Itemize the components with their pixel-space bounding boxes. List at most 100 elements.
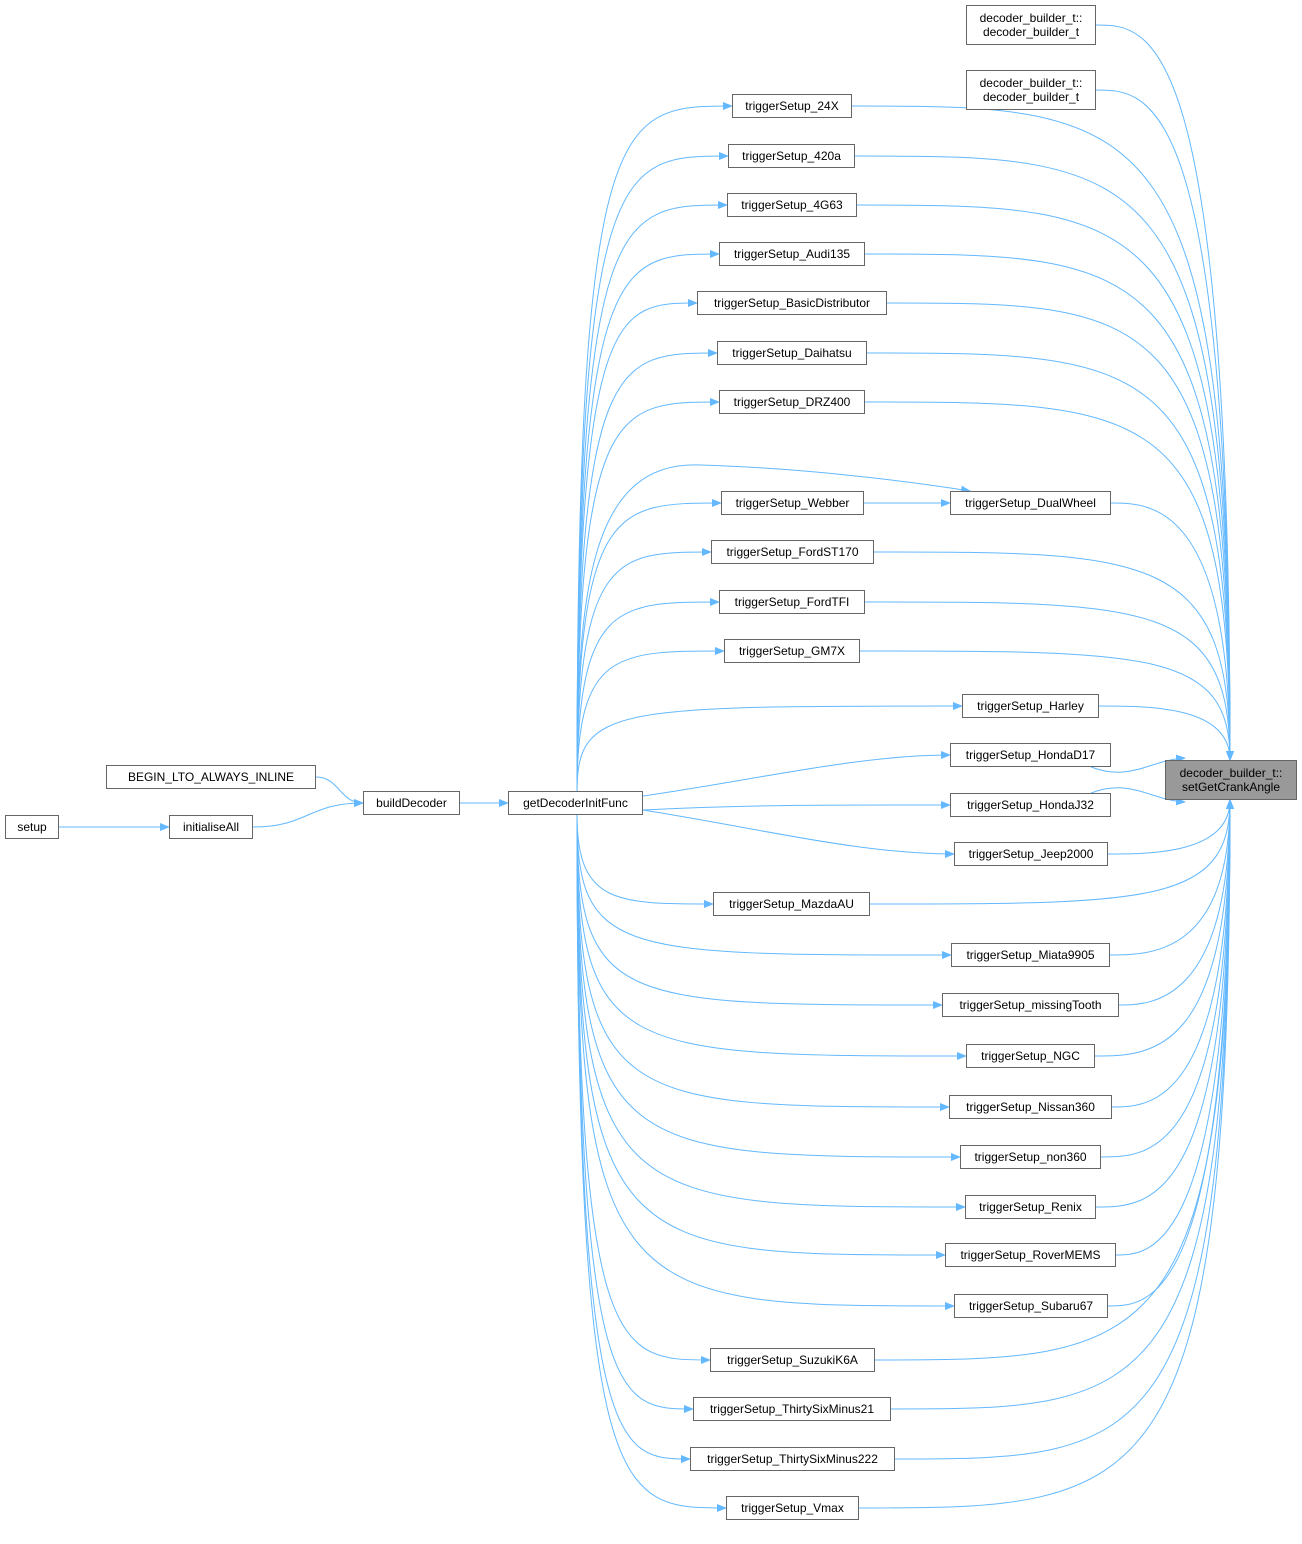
edge-t-thirty-six-minus21-to-set-get-crank-angle	[890, 799, 1234, 1410]
edge-get-decoder-init-func-to-t-vmax	[576, 814, 727, 1512]
node-build-decoder[interactable]: buildDecoder	[363, 791, 460, 815]
edge-get-decoder-init-func-to-t-drz400	[576, 398, 720, 792]
node-label: triggerSetup_non360	[974, 1150, 1087, 1164]
edge-get-decoder-init-func-to-t-rover-mems	[576, 814, 946, 1259]
edge-tmissing-tooth-to-set-get-crank-angle	[1118, 799, 1234, 1006]
node-t-miata9905[interactable]: triggerSetup_Miata9905	[951, 943, 1110, 967]
node-label: triggerSetup_Miata9905	[966, 948, 1095, 962]
edge-get-decoder-init-func-to-t4-g63	[576, 201, 728, 792]
edge-get-decoder-init-func-to-tnon360	[576, 814, 961, 1161]
node-t-ford-tfi[interactable]: triggerSetup_FordTFI	[719, 590, 865, 614]
node-label: getDecoderInitFunc	[523, 796, 628, 810]
node-label: triggerSetup_Nissan360	[966, 1100, 1095, 1114]
edge-get-decoder-init-func-to-t-nissan360	[576, 814, 950, 1111]
node-label: triggerSetup_HondaD17	[965, 748, 1096, 762]
node-t-basic-distributor[interactable]: triggerSetup_BasicDistributor	[697, 291, 887, 315]
node-label: decoder_builder_t:: decoder_builder_t	[979, 76, 1083, 104]
edge-get-decoder-init-func-to-t-honda-j32	[642, 800, 951, 811]
edge-t-suzuki-k6-a-to-set-get-crank-angle	[874, 799, 1234, 1361]
node-label: decoder_builder_t:: setGetCrankAngle	[1179, 766, 1283, 794]
edge-t-drz400-to-set-get-crank-angle	[864, 401, 1234, 761]
node-t-drz400[interactable]: triggerSetup_DRZ400	[719, 390, 865, 414]
edge-t-renix-to-set-get-crank-angle	[1095, 799, 1234, 1208]
node-label: setup	[17, 820, 47, 834]
node-t24-x[interactable]: triggerSetup_24X	[732, 94, 852, 118]
node-label: triggerSetup_Webber	[735, 496, 850, 510]
edge-get-decoder-init-func-to-t420a	[576, 152, 729, 792]
node-ctor1[interactable]: decoder_builder_t:: decoder_builder_t	[966, 5, 1096, 45]
edge-get-decoder-init-func-to-t-subaru67	[576, 814, 955, 1310]
node-t-ngc[interactable]: triggerSetup_NGC	[966, 1044, 1095, 1068]
node-t-audi135[interactable]: triggerSetup_Audi135	[719, 242, 865, 266]
edge-t-jeep2000-to-set-get-crank-angle	[1107, 799, 1234, 855]
node-label: triggerSetup_4G63	[741, 198, 843, 212]
node-label: buildDecoder	[376, 796, 447, 810]
node-get-decoder-init-func[interactable]: getDecoderInitFunc	[508, 791, 643, 815]
node-t-subaru67[interactable]: triggerSetup_Subaru67	[954, 1294, 1108, 1318]
edge-t420a-to-set-get-crank-angle	[854, 155, 1234, 761]
edge-ctor1-to-set-get-crank-angle	[1095, 24, 1234, 761]
node-label: triggerSetup_Harley	[977, 699, 1084, 713]
node-set-get-crank-angle[interactable]: decoder_builder_t:: setGetCrankAngle	[1165, 760, 1297, 800]
node-t-honda-d17[interactable]: triggerSetup_HondaD17	[950, 743, 1111, 767]
edge-t-subaru67-to-set-get-crank-angle	[1107, 799, 1234, 1307]
edge-t-harley-to-set-get-crank-angle	[1098, 705, 1234, 761]
node-t-ford-st170[interactable]: triggerSetup_FordST170	[711, 540, 874, 564]
node-label: triggerSetup_FordST170	[726, 545, 859, 559]
node-t-mazda-au[interactable]: triggerSetup_MazdaAU	[713, 892, 870, 916]
node-label: initialiseAll	[182, 820, 240, 834]
node-label: triggerSetup_Subaru67	[968, 1299, 1094, 1313]
node-t-nissan360[interactable]: triggerSetup_Nissan360	[949, 1095, 1112, 1119]
edge-get-decoder-init-func-to-t-gm7-x	[576, 647, 725, 792]
node-t-thirty-six-minus222[interactable]: triggerSetup_ThirtySixMinus222	[690, 1447, 895, 1471]
edge-get-decoder-init-func-to-t-miata9905	[576, 814, 952, 959]
edge-get-decoder-init-func-to-t-basic-distributor	[576, 299, 698, 792]
edge-t-honda-j32-to-set-get-crank-angle	[1090, 787, 1186, 806]
node-initialise-all[interactable]: initialiseAll	[169, 815, 253, 839]
node-t-dual-wheel[interactable]: triggerSetup_DualWheel	[950, 491, 1111, 515]
node-label: triggerSetup_420a	[742, 149, 841, 163]
node-label: BEGIN_LTO_ALWAYS_INLINE	[127, 770, 295, 784]
node-t-honda-j32[interactable]: triggerSetup_HondaJ32	[950, 793, 1111, 817]
node-begin-lto-always-inline[interactable]: BEGIN_LTO_ALWAYS_INLINE	[106, 765, 316, 789]
edge-t-mazda-au-to-set-get-crank-angle	[869, 799, 1234, 905]
edge-get-decoder-init-func-to-t-thirty-six-minus222	[576, 814, 691, 1463]
edge-get-decoder-init-func-to-t-harley	[576, 702, 963, 792]
edge-t-thirty-six-minus222-to-set-get-crank-angle	[894, 799, 1234, 1460]
node-t-daihatsu[interactable]: triggerSetup_Daihatsu	[717, 341, 867, 365]
node-t420a[interactable]: triggerSetup_420a	[728, 144, 855, 168]
node-setup[interactable]: setup	[5, 815, 59, 839]
node-t-gm7-x[interactable]: triggerSetup_GM7X	[724, 639, 860, 663]
node-t-jeep2000[interactable]: triggerSetup_Jeep2000	[954, 842, 1108, 866]
node-label: triggerSetup_Audi135	[733, 247, 851, 261]
edge-get-decoder-init-func-to-t-ford-st170	[576, 548, 712, 792]
node-t-vmax[interactable]: triggerSetup_Vmax	[726, 1496, 859, 1520]
node-ctor2[interactable]: decoder_builder_t:: decoder_builder_t	[966, 70, 1096, 110]
edge-begin-lto-always-inline-to-build-decoder	[315, 776, 364, 807]
edge-t-nissan360-to-set-get-crank-angle	[1111, 799, 1234, 1108]
node-label: triggerSetup_GM7X	[738, 644, 846, 658]
edge-get-decoder-init-func-to-t-daihatsu	[576, 349, 718, 792]
node-t-harley[interactable]: triggerSetup_Harley	[962, 694, 1099, 718]
edge-t24-x-to-set-get-crank-angle	[851, 105, 1234, 761]
node-label: triggerSetup_DRZ400	[733, 395, 851, 409]
node-t4-g63[interactable]: triggerSetup_4G63	[727, 193, 857, 217]
node-t-renix[interactable]: triggerSetup_Renix	[965, 1195, 1096, 1219]
node-tnon360[interactable]: triggerSetup_non360	[960, 1145, 1101, 1169]
node-label: triggerSetup_Daihatsu	[732, 346, 852, 360]
edge-get-decoder-init-func-to-t-dual-wheel	[576, 464, 971, 792]
node-t-suzuki-k6-a[interactable]: triggerSetup_SuzukiK6A	[710, 1348, 875, 1372]
node-t-webber[interactable]: triggerSetup_Webber	[721, 491, 864, 515]
edge-get-decoder-init-func-to-t-jeep2000	[642, 809, 955, 858]
edge-initialise-all-to-build-decoder	[252, 799, 364, 828]
node-t-thirty-six-minus21[interactable]: triggerSetup_ThirtySixMinus21	[693, 1397, 891, 1421]
node-tmissing-tooth[interactable]: triggerSetup_missingTooth	[942, 993, 1119, 1017]
edge-get-decoder-init-func-to-t-webber	[576, 499, 722, 792]
edge-get-decoder-init-func-to-t-honda-d17	[642, 751, 951, 797]
edge-t-honda-d17-to-set-get-crank-angle	[1090, 754, 1186, 773]
edge-get-decoder-init-func-to-t-renix	[576, 814, 966, 1211]
node-t-rover-mems[interactable]: triggerSetup_RoverMEMS	[945, 1243, 1116, 1267]
edge-t-ngc-to-set-get-crank-angle	[1094, 799, 1234, 1057]
node-label: triggerSetup_RoverMEMS	[960, 1248, 1101, 1262]
